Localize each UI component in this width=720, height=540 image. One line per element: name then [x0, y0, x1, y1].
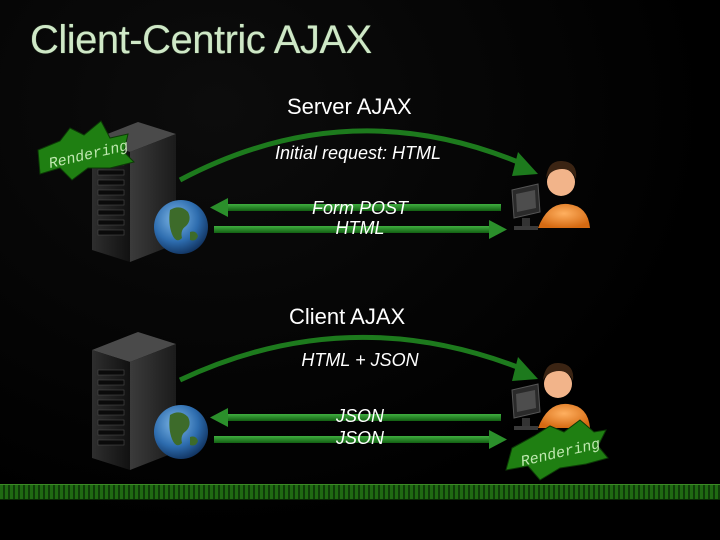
html-response-label: HTML [335, 218, 385, 238]
left-arrow [210, 408, 501, 427]
server-ajax-label: Server AJAX [287, 94, 412, 119]
json-response-label: JSON [335, 428, 384, 448]
user-at-computer-icon [511, 160, 590, 230]
server-initial-request-caption: Initial request: HTML [274, 143, 442, 163]
form-post-label: Form POST [311, 198, 408, 218]
right-arrow [214, 430, 507, 449]
json-request-label: JSON [335, 406, 384, 426]
rendering-starburst-icon [505, 419, 609, 481]
client-initial-request-caption: HTML + JSON [301, 350, 419, 370]
user-at-computer-icon [511, 362, 590, 430]
right-arrow [214, 220, 507, 239]
rendering-starburst-icon [37, 120, 135, 181]
globe-icon [154, 405, 208, 459]
server-rack-icon [92, 122, 176, 262]
footer-bar [0, 484, 720, 500]
globe-icon [154, 200, 208, 254]
left-arrow [210, 198, 501, 217]
client-ajax-label: Client AJAX [289, 304, 406, 329]
initial-request-arrow [178, 334, 538, 383]
initial-request-arrow [178, 128, 538, 183]
slide-title: Client-Centric AJAX [30, 18, 372, 62]
